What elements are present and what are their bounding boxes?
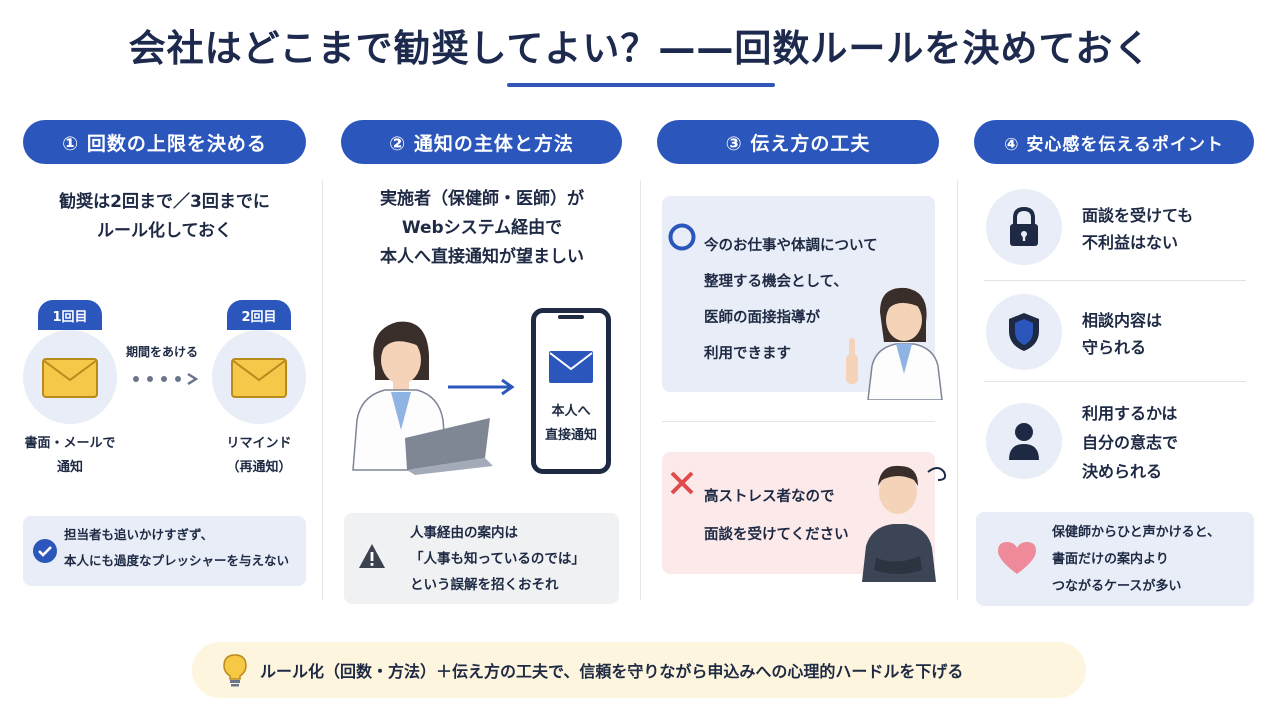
lightbulb-icon [223,654,247,687]
column-divider [322,180,323,600]
person-icon-bg [986,403,1062,479]
dots-arrow-icon [133,372,199,386]
worried-man-icon [862,465,947,582]
point1-text: 面談を受けても 不利益はない [1082,206,1194,252]
column-divider [640,180,641,600]
section2-warning [344,513,619,604]
section1-note-text: 担当者も追いかけすぎず、 本人にも過度なプレッシャーを与えない [64,527,290,568]
point3-text: 利用するかは 自分の意志で 決められる [1082,404,1179,481]
point2-text: 相談内容は 守られる [1082,311,1163,357]
section3-header: ③ 伝え方の工夫 [657,120,939,164]
envelope-icon [231,358,287,398]
interval-label: 期間をあける [125,345,198,359]
first-badge: 1回目 [38,300,102,330]
circle-ok-icon [668,223,696,251]
lock-icon [1010,206,1038,246]
smartphone-icon [531,308,611,474]
second-caption: リマインド （再通知） [226,436,292,475]
first-caption: 書面・メールで 通知 [24,436,116,475]
section3-bad-text: 高ストレス者なので 面談を受けてください [704,489,849,543]
check-circle-icon [33,539,57,563]
envelope-icon [549,351,593,383]
heart-icon [998,542,1036,574]
lock-icon-bg [986,189,1062,265]
envelope-icon [42,358,98,398]
doctor-with-laptop-icon [352,321,493,475]
smartphone-speaker [558,315,584,319]
section3-good-text: 今のお仕事や体調について 整理する機会として、 医師の面接指導が 利用できます [704,238,878,362]
doctor-pointing-icon [846,287,943,400]
section1-lead: 勧奨は2回まで／3回までに ルール化しておく [59,192,270,241]
warning-icon [359,544,385,568]
arrow-right-icon [448,378,515,396]
cross-ng-icon [670,471,694,495]
section2-lead: 実施者（保健師・医師）が Webシステム経由で 本人へ直接通知が望ましい [380,189,584,267]
section3-divider [662,421,935,422]
section2-header: ② 通知の主体と方法 [341,120,622,164]
section4-note-text: 保健師からひと声かけると、 書面だけの案内より つながるケースが多い [1052,525,1221,594]
footer-banner: ルール化（回数・方法）＋伝え方の工夫で、信頼を守りながら申込みへの心理的ハードル… [192,642,1086,698]
section1-note [23,516,306,586]
second-badge: 2回目 [227,300,291,330]
section4-divider [984,381,1246,382]
title-underline [507,83,775,87]
column-divider [957,180,958,600]
phone-label: 本人へ 直接通知 [544,404,597,443]
section4-header: ④ 安心感を伝えるポイント [974,120,1254,164]
page-title: 会社はどこまで勧奨してよい？——回数ルールを決めておく [128,27,1152,70]
shield-icon-bg [986,294,1062,370]
section1-header: ① 回数の上限を決める [23,120,306,164]
section2-warning-text: 人事経由の案内は 「人事も知っているのでは」 という誤解を招くおそれ [410,525,585,593]
footer-text: ルール化（回数・方法）＋伝え方の工夫で、信頼を守りながら申込みへの心理的ハードル… [260,662,964,681]
person-icon [1009,423,1039,460]
section4-divider [984,280,1246,281]
shield-icon [1009,313,1039,351]
